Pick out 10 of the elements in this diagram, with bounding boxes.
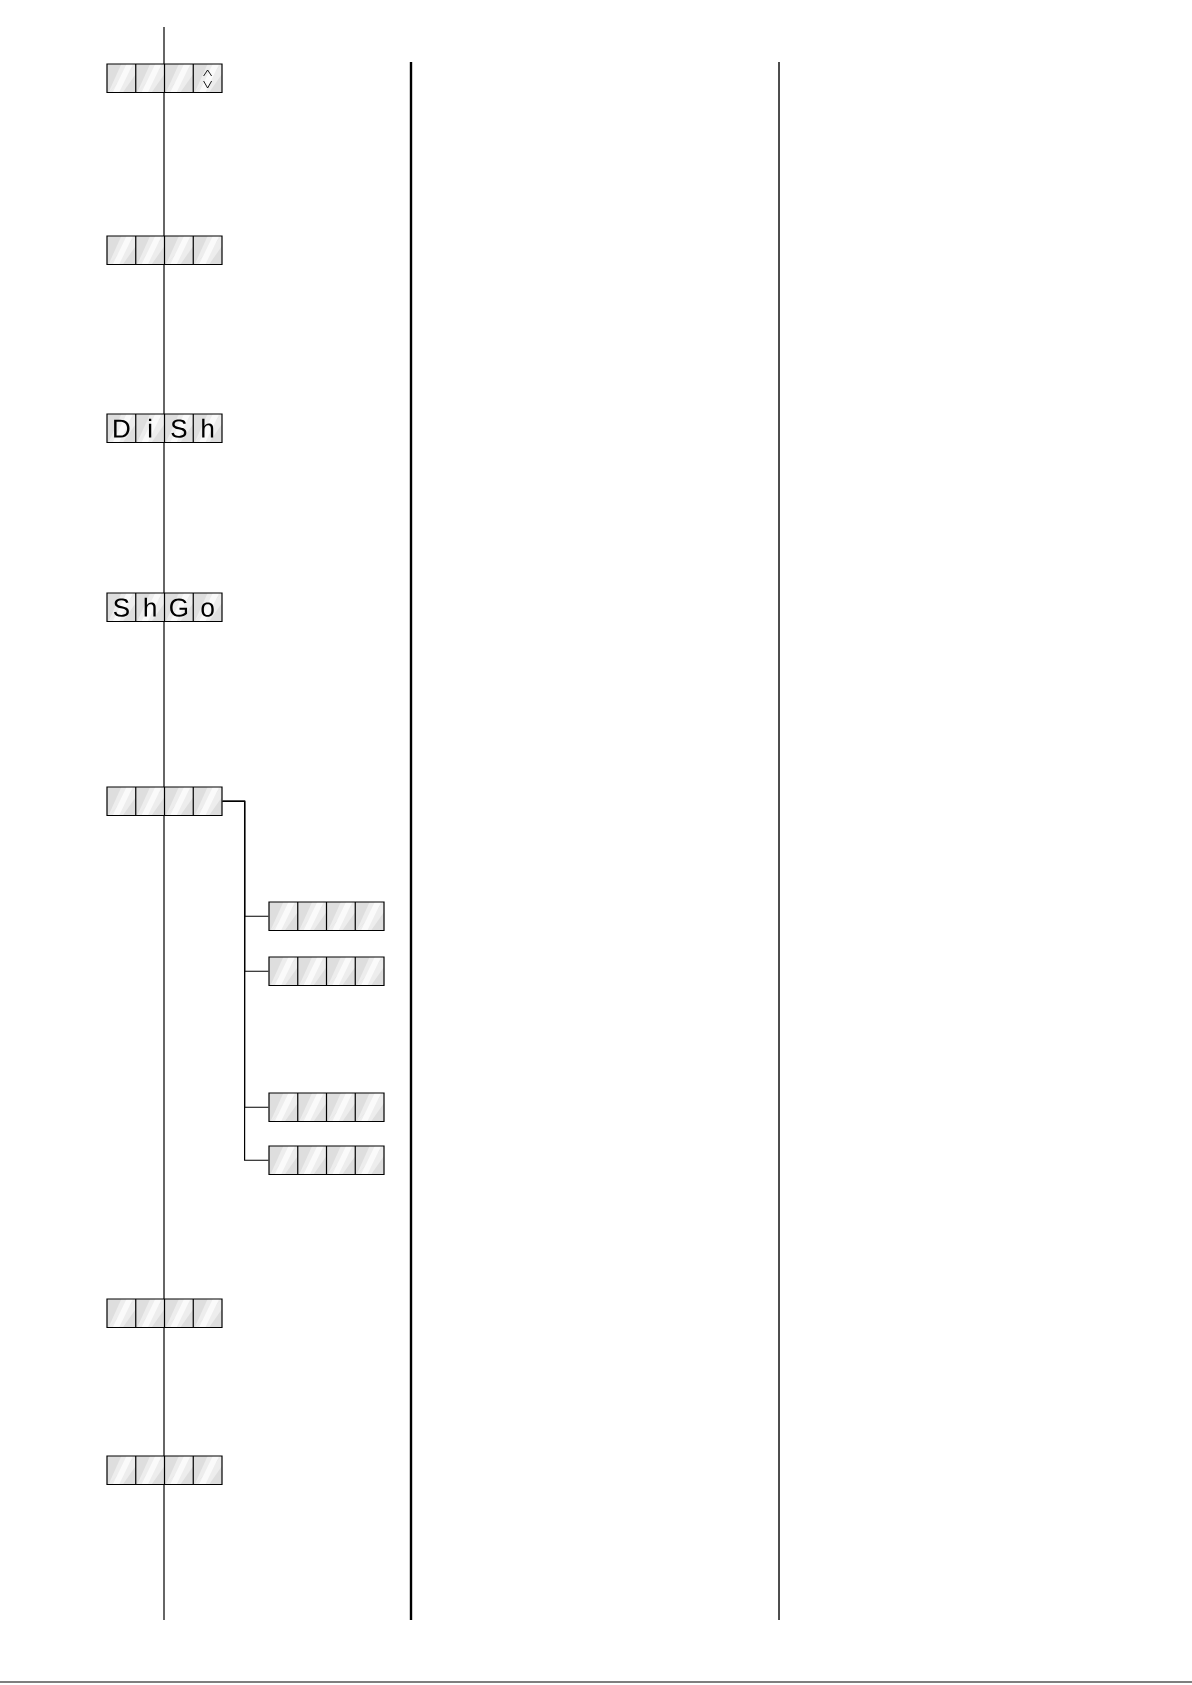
segment-display: D i S h: [106, 413, 223, 444]
segment-display: [106, 235, 223, 266]
segment-display: [268, 956, 385, 987]
segment-display: S h G o: [106, 592, 223, 623]
segment-display: [268, 901, 385, 932]
segment-display: [106, 786, 223, 817]
segment-display: [268, 1145, 385, 1176]
segment-display: [106, 1455, 223, 1486]
segment-display: [268, 1092, 385, 1123]
segment-display: [106, 1298, 223, 1329]
